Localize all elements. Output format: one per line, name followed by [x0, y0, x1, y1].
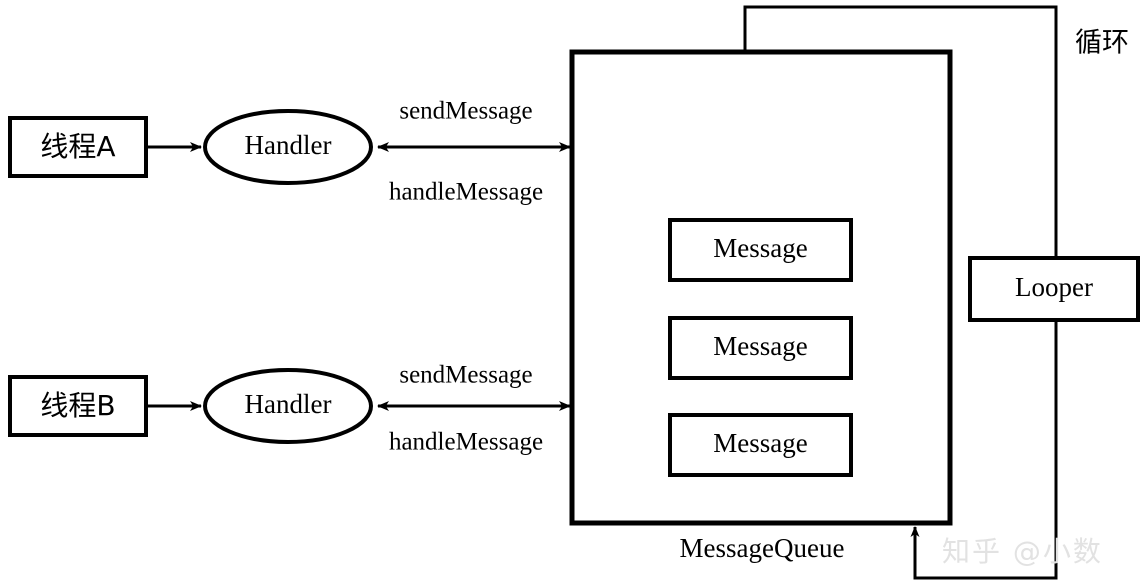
handler-top-ellipse [203, 109, 373, 185]
send-message-label-bottom: sendMessage [399, 362, 532, 389]
handler-bottom-label: Handler [245, 389, 332, 419]
thread-b-label: 线程B [40, 389, 115, 422]
send-message-label-top: sendMessage [399, 98, 532, 125]
message-label-3: Message [713, 428, 807, 458]
message-box-3 [668, 413, 853, 477]
message-label-1: Message [713, 233, 807, 263]
message-queue-label: MessageQueue [680, 533, 845, 563]
thread-a-box [8, 116, 148, 178]
message-box-1 [668, 218, 853, 282]
watermark: 知乎 @小数 [942, 535, 1103, 568]
handle-message-label-top: handleMessage [389, 179, 543, 206]
handle-message-label-bottom: handleMessage [389, 429, 543, 456]
looper-label: Looper [1015, 272, 1093, 302]
thread-a-label: 线程A [40, 130, 115, 163]
handler-bottom-ellipse [203, 368, 373, 444]
loop-path-bottom [910, 320, 1058, 580]
loop-annotation-label: 循环 [1075, 28, 1129, 59]
message-label-2: Message [713, 331, 807, 361]
looper-box [968, 256, 1140, 322]
message-box-2 [668, 316, 853, 380]
handler-top-label: Handler [245, 130, 332, 160]
loop-path-top [743, 5, 1058, 258]
